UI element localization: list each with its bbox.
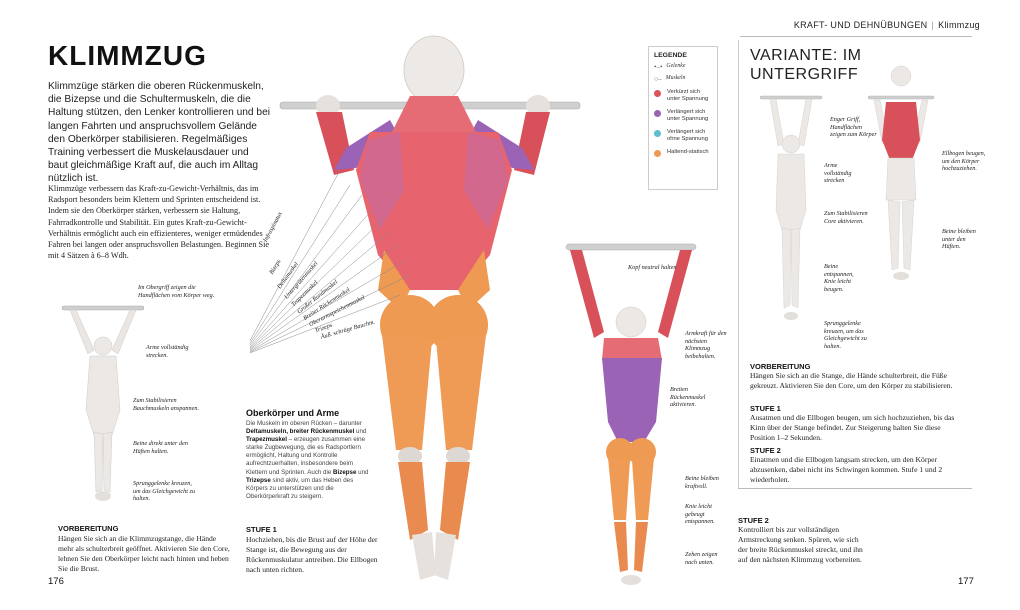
variant-caption-grip: Enger Griff, Handflächen zeigen zum Körp… (830, 116, 877, 139)
header-rule (740, 36, 972, 37)
legend-item-2: Verlängert sich unter Spannung (654, 109, 712, 123)
caption-core: Zum Stabilisieren Bauchmuskeln anspannen… (133, 397, 199, 412)
main-figure-illustration (250, 35, 581, 580)
variant-title: VARIANTE: IM UNTERGRIFF (750, 47, 862, 83)
legend-box: LEGENDE •–•Gelenke ○–Muskeln Verkürzt si… (648, 46, 718, 190)
left-thigh (382, 335, 432, 450)
right-hand (526, 95, 550, 117)
shortening-color-icon (654, 90, 661, 97)
variant-step2-heading: STUFE 2 (750, 446, 781, 455)
variant-caption-legs2: Beine bleiben unter den Hüften. (942, 228, 976, 251)
caption-legs-strong: Beine bleiben kraftvoll. (685, 475, 719, 490)
variant-caption-arms: Arme vollständig strecken (824, 162, 852, 185)
prep-figure-illustration (61, 305, 145, 501)
joint-symbol-icon: •–• (654, 63, 663, 71)
variant-step1-text: Ausatmen und die Ellbogen beugen, um sic… (750, 413, 955, 442)
header-section: KRAFT- UND DEHNÜBUNGEN (793, 20, 928, 30)
trapezius (392, 96, 476, 132)
variant-bottom-rule (738, 488, 972, 489)
variant-caption-legs: Beine entspannen, Knie leicht beugen. (824, 263, 854, 293)
variant-pulled-figure (867, 65, 935, 280)
upper-body-title: Oberkörper und Arme (246, 408, 340, 418)
page-title: KLIMMZUG (48, 40, 207, 71)
caption-toes: Zehen zeigen nach unten. (685, 551, 718, 566)
head (403, 35, 465, 105)
legend-item-4: Haltend-statisch (654, 149, 712, 157)
legend-item-1: Verkürzt sich unter Spannung (654, 89, 712, 103)
left-oblique (378, 250, 410, 310)
step2-text: Kontrolliert bis zur vollständigen Armst… (738, 525, 863, 564)
right-thigh (436, 335, 486, 450)
variant-step2-text: Einatmen und die Ellbogen langsam streck… (750, 455, 943, 484)
variant-caption-core: Zum Stabilisieren Core aktivieren. (824, 210, 868, 225)
caption-grip: Im Obergriff zeigen die Handflächen vom … (138, 284, 215, 299)
caption-legs: Beine direkt unter den Hüften halten. (133, 440, 188, 455)
variant-step1-heading: STUFE 1 (750, 404, 781, 413)
prep-left-text: Hängen Sie sich an die Klimmzugstange, d… (58, 534, 230, 573)
left-foot (412, 532, 436, 580)
left-hand (316, 95, 340, 117)
prep-left-heading: VORBEREITUNG (58, 524, 119, 533)
upper-body-text: Die Muskeln im oberen Rücken – darunter … (246, 420, 369, 500)
page-number-left: 176 (48, 576, 64, 587)
lengthening-color-icon (654, 110, 661, 117)
caption-arm-strength: Armkraft für den nächsten Klimmzug beibe… (685, 330, 727, 360)
static-color-icon (654, 150, 661, 157)
variant-divider (738, 40, 739, 488)
header-separator: | (931, 20, 935, 30)
step1-heading: STUFE 1 (246, 525, 277, 534)
caption-ankles: Sprunggelenke kreuzen, um das Gleichgewi… (133, 480, 196, 503)
legend-title: LEGENDE (654, 52, 687, 59)
right-foot (434, 532, 456, 580)
step2-heading: STUFE 2 (738, 516, 769, 525)
header-topic: Klimmzug (938, 20, 980, 30)
body-text: Klimmzüge verbessern das Kraft-zu-Gewich… (48, 184, 270, 261)
intro-text: Klimmzüge stärken die oberen Rückenmuske… (48, 81, 271, 185)
variant-prep-heading: VORBEREITUNG (750, 362, 811, 371)
legend-muscles: ○–Muskeln (654, 75, 686, 83)
running-header: KRAFT- UND DEHNÜBUNGEN|Klimmzug (794, 20, 980, 30)
left-calf (398, 462, 428, 540)
caption-arms: Arme vollständig strecken. (146, 344, 189, 359)
right-calf (440, 462, 470, 540)
caption-back: Breiten Rückenmuskel aktivieren. (670, 386, 706, 409)
variant-prep-text: Hängen Sie sich an die Stange, die Hände… (750, 371, 953, 390)
variant-caption-elbows: Ellbogen beugen, um den Körper hochzuzie… (942, 150, 986, 173)
legend-item-3: Verlängert sich ohne Spannung (654, 129, 712, 143)
variant-hanging-figure (759, 95, 823, 320)
relaxed-color-icon (654, 130, 661, 137)
legend-joints: •–•Gelenke (654, 63, 686, 71)
right-oblique (458, 250, 490, 310)
caption-knee: Knie leicht gebeugt entspannen. (685, 503, 715, 526)
caption-head: Kopf neutral halten (628, 264, 677, 271)
page-number-right: 177 (958, 576, 974, 587)
step1-text: Hochziehen, bis die Brust auf der Höhe d… (246, 535, 378, 574)
variant-caption-ankles: Sprunggelenke kreuzen, um das Gleichgewi… (824, 320, 867, 350)
muscle-symbol-icon: ○– (654, 75, 662, 83)
step2-figure-illustration (565, 243, 697, 585)
leader-lines (250, 169, 411, 354)
